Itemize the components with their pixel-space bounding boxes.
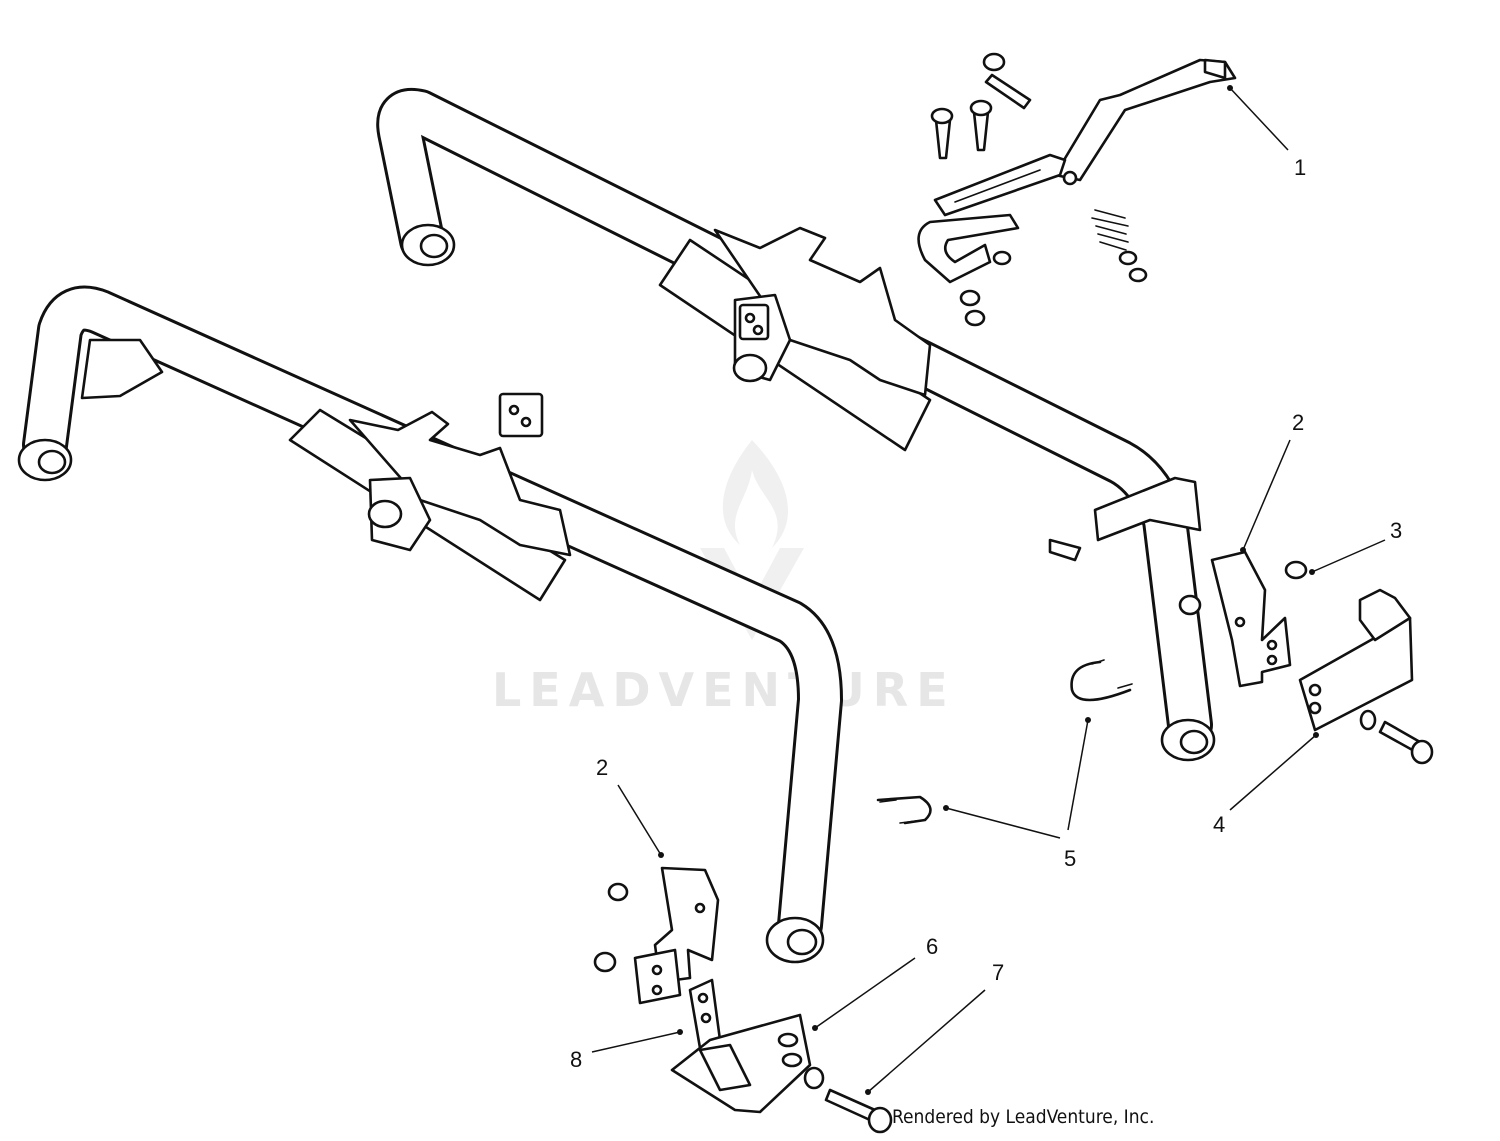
part-6-8-lower-bracket [670,978,825,1114]
callout-1: 1 [1294,155,1306,180]
part-5-ubolts [876,659,1133,825]
part-2-bracket-left [593,866,720,1005]
callout-6: 6 [926,934,938,959]
callout-7: 7 [992,960,1004,985]
callout-2-left: 2 [596,755,608,780]
rear-axle-bar [376,88,1216,762]
part-7-bolt [824,1088,893,1134]
callout-5: 5 [1064,846,1076,871]
callout-3: 3 [1390,518,1402,543]
callout-2-right: 2 [1292,410,1304,435]
footer-credit: Rendered by LeadVenture, Inc. [892,1106,1155,1128]
part-4-channel-bracket [1298,588,1434,765]
part-3-nut [1284,560,1308,580]
watermark-text: LEADVENTURE [492,663,956,717]
callouts: 1 2 3 4 2 5 6 7 8 [570,155,1402,1072]
part-1-linkage [917,52,1237,327]
part-2-bracket-right [1178,550,1292,688]
callout-8: 8 [570,1047,582,1072]
front-axle-bar [17,285,843,964]
leader-lines [591,85,1386,1095]
callout-4: 4 [1213,812,1225,837]
